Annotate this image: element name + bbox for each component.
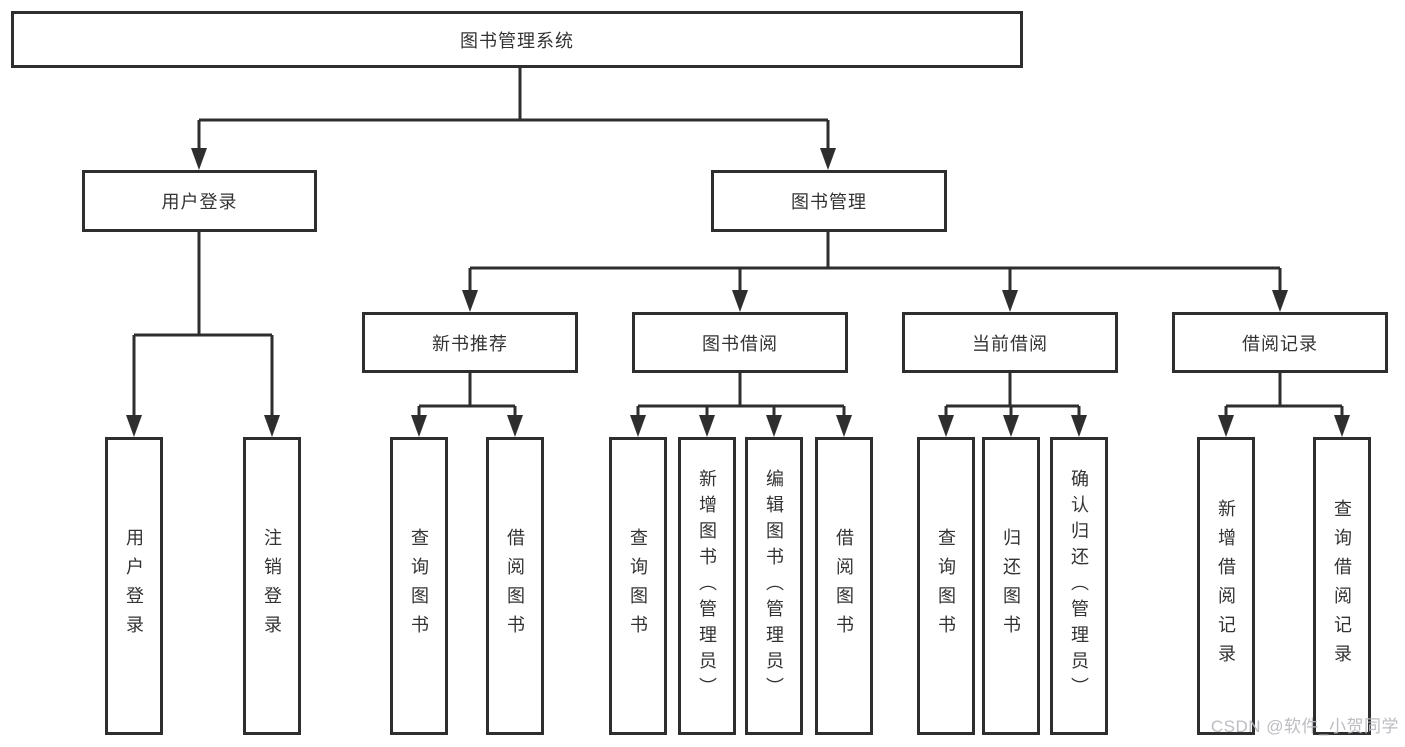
node-current-borrow: 当前借阅 <box>902 312 1118 373</box>
connector-stems <box>132 68 1344 420</box>
node-leaf-bb-borrow-book: 借阅图书 <box>815 437 873 735</box>
node-leaf-br-query-record-label: 查询借阅记录 <box>1332 499 1352 673</box>
node-leaf-br-add-record-label: 新增借阅记录 <box>1216 499 1236 673</box>
node-leaf-bb-add-book-label: 新增图书（管理员） <box>697 469 717 703</box>
node-leaf-cb-return-book: 归还图书 <box>982 437 1040 735</box>
node-book-borrow-label: 图书借阅 <box>702 333 778 354</box>
node-root-label: 图书管理系统 <box>460 30 574 51</box>
node-leaf-user-login-label: 用户登录 <box>124 528 144 644</box>
node-leaf-logout-label: 注销登录 <box>262 528 282 644</box>
connector-arrowheads <box>126 148 1350 437</box>
node-leaf-cb-query-book-label: 查询图书 <box>936 528 956 644</box>
node-new-book-recommend: 新书推荐 <box>362 312 578 373</box>
node-book-management: 图书管理 <box>711 170 947 232</box>
node-root: 图书管理系统 <box>11 11 1023 68</box>
node-leaf-br-add-record: 新增借阅记录 <box>1197 437 1255 735</box>
node-leaf-bb-edit-book-label: 编辑图书（管理员） <box>764 469 784 703</box>
watermark: CSDN @软件_小贺同学 <box>1210 717 1399 736</box>
node-book-management-label: 图书管理 <box>791 192 867 212</box>
node-leaf-bb-borrow-book-label: 借阅图书 <box>834 528 854 644</box>
node-leaf-nb-borrow-book: 借阅图书 <box>486 437 544 735</box>
node-borrow-record-label: 借阅记录 <box>1242 333 1318 354</box>
node-leaf-nb-query-book: 查询图书 <box>390 437 448 735</box>
node-borrow-record: 借阅记录 <box>1172 312 1388 373</box>
node-current-borrow-label: 当前借阅 <box>972 333 1048 354</box>
node-leaf-nb-query-book-label: 查询图书 <box>409 528 429 644</box>
node-leaf-cb-return-book-label: 归还图书 <box>1001 528 1021 644</box>
node-leaf-bb-query-book-label: 查询图书 <box>628 528 648 644</box>
node-leaf-bb-query-book: 查询图书 <box>609 437 667 735</box>
node-leaf-user-login: 用户登录 <box>105 437 163 735</box>
node-leaf-br-query-record: 查询借阅记录 <box>1313 437 1371 735</box>
node-leaf-cb-confirm-return: 确认归还（管理员） <box>1050 437 1108 735</box>
node-user-login-label: 用户登录 <box>161 192 238 212</box>
node-leaf-cb-query-book: 查询图书 <box>917 437 975 735</box>
node-new-book-recommend-label: 新书推荐 <box>432 333 508 354</box>
node-leaf-nb-borrow-book-label: 借阅图书 <box>505 528 525 644</box>
node-leaf-bb-edit-book: 编辑图书（管理员） <box>745 437 803 735</box>
node-user-login: 用户登录 <box>82 170 317 232</box>
node-leaf-logout: 注销登录 <box>243 437 301 735</box>
node-leaf-bb-add-book: 新增图书（管理员） <box>678 437 736 735</box>
node-book-borrow: 图书借阅 <box>632 312 848 373</box>
node-leaf-cb-confirm-return-label: 确认归还（管理员） <box>1069 469 1089 703</box>
